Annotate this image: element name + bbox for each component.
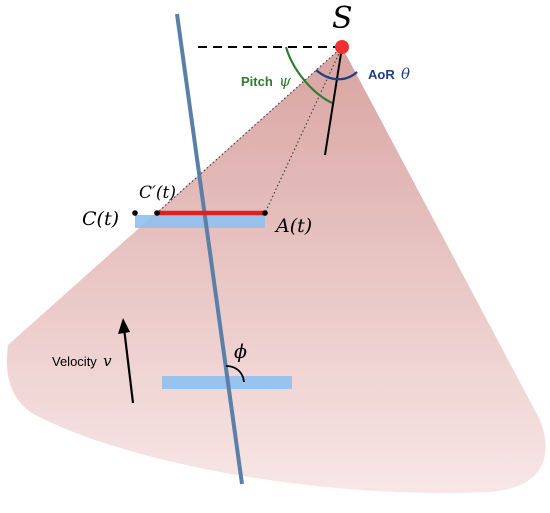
pitch-arc (284, 46, 333, 104)
point-c-prime (154, 210, 160, 216)
aor-label: AoR θ (368, 65, 410, 83)
sensing-cone (7, 47, 546, 494)
source-label: S (332, 1, 353, 36)
point-c (132, 210, 138, 216)
ray-to-c-prime (156, 46, 343, 214)
point-a (262, 210, 268, 216)
c-prime-label: C′(t) (139, 183, 176, 203)
sensor-axis (324, 46, 343, 156)
phi-label: ϕ (234, 341, 247, 363)
fiber-line (175, 13, 244, 485)
velocity-arrow-head (118, 318, 130, 334)
c-label: C(t) (82, 208, 119, 230)
pitch-label: Pitch ψ (241, 72, 291, 90)
phi-arc (225, 365, 245, 383)
a-label: A(t) (274, 215, 312, 237)
segment-upper (135, 215, 265, 228)
source-point (335, 40, 349, 54)
velocity-arrow-shaft (122, 327, 135, 404)
velocity-label: Velocity v (52, 352, 112, 370)
aor-arc (315, 69, 358, 81)
ray-to-a (264, 46, 343, 214)
